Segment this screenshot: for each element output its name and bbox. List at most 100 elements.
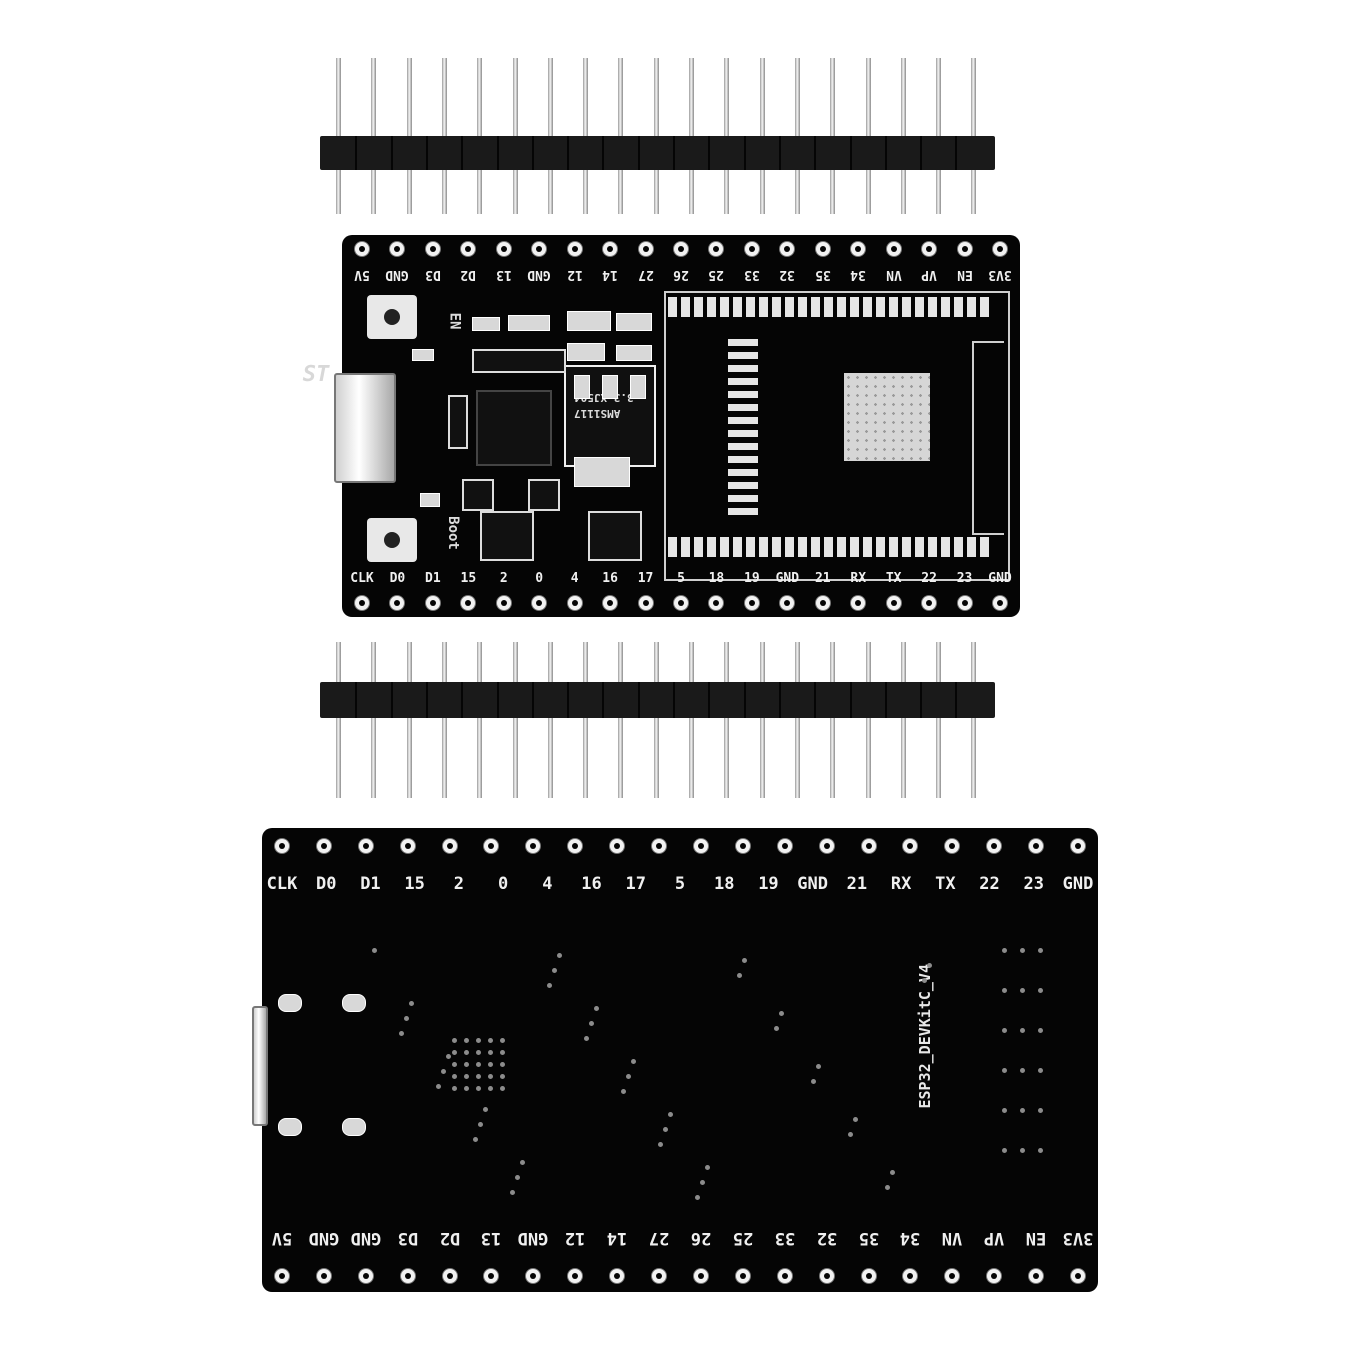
module-pad bbox=[941, 297, 950, 317]
wroom-module-outline bbox=[664, 291, 1010, 581]
pin-label: GND bbox=[385, 267, 410, 282]
header-segment bbox=[778, 682, 781, 718]
pin-label: 21 bbox=[814, 571, 831, 586]
via bbox=[663, 1127, 668, 1132]
smd-component bbox=[412, 349, 434, 361]
pin-pad bbox=[735, 1269, 750, 1283]
via bbox=[436, 1084, 441, 1089]
module-pad bbox=[728, 430, 758, 437]
pin-pad bbox=[922, 242, 937, 256]
module-pad bbox=[728, 495, 758, 502]
pin-label: 17 bbox=[625, 874, 647, 894]
module-pad bbox=[759, 297, 768, 317]
model-text: ESP32_DEVKitC_V4 bbox=[916, 964, 934, 1109]
pin-label: 34 bbox=[850, 267, 867, 282]
pin-pad bbox=[442, 1269, 457, 1283]
smd-component bbox=[567, 343, 605, 361]
header-segment bbox=[849, 682, 852, 718]
pin-pad bbox=[945, 1269, 960, 1283]
smd-component bbox=[567, 311, 611, 331]
via bbox=[1002, 988, 1007, 993]
via bbox=[1038, 948, 1043, 953]
via bbox=[520, 1160, 525, 1165]
module-pad bbox=[798, 537, 807, 557]
via bbox=[478, 1122, 483, 1127]
pin-label: EN bbox=[1025, 1228, 1047, 1248]
pin-pad bbox=[987, 839, 1002, 853]
pin-label: D2 bbox=[460, 267, 477, 282]
header-segment bbox=[708, 136, 711, 170]
via bbox=[372, 948, 377, 953]
via bbox=[452, 1050, 457, 1055]
pin-pad bbox=[922, 596, 937, 610]
pin-label: 26 bbox=[690, 1228, 712, 1248]
transistor bbox=[480, 511, 534, 561]
header-segment bbox=[355, 136, 358, 170]
via bbox=[488, 1050, 493, 1055]
pin-pad bbox=[1071, 1269, 1085, 1283]
header-pin bbox=[583, 642, 589, 798]
pin-pad bbox=[484, 839, 499, 853]
pin-label: 22 bbox=[979, 874, 1000, 894]
module-pad bbox=[746, 537, 755, 557]
header-segment bbox=[743, 136, 746, 170]
pin-pad bbox=[358, 839, 373, 853]
module-pad bbox=[707, 297, 716, 317]
pin-pad bbox=[425, 596, 440, 610]
module-pad bbox=[668, 297, 677, 317]
via bbox=[476, 1050, 481, 1055]
pin-label: 18 bbox=[713, 874, 735, 894]
pin-label: D0 bbox=[389, 571, 406, 586]
pin-label: D3 bbox=[425, 267, 441, 282]
via bbox=[488, 1074, 493, 1079]
pin-pad bbox=[1071, 839, 1085, 853]
pin-pad bbox=[425, 242, 440, 256]
pin-label: EN bbox=[956, 267, 973, 282]
pin-label: CLK bbox=[350, 571, 374, 586]
via bbox=[476, 1062, 481, 1067]
pin-pad bbox=[652, 1269, 667, 1283]
pin-pad bbox=[1029, 839, 1044, 853]
boot-label: Boot bbox=[444, 516, 461, 550]
pin-pad bbox=[851, 242, 866, 256]
pin-label: GND bbox=[775, 571, 800, 586]
header-segment bbox=[425, 682, 428, 718]
via bbox=[464, 1050, 469, 1055]
via bbox=[626, 1074, 631, 1079]
pin-label: 18 bbox=[708, 571, 725, 586]
module-pad bbox=[798, 297, 807, 317]
module-pad bbox=[785, 297, 794, 317]
module-pad bbox=[954, 297, 963, 317]
via bbox=[488, 1038, 493, 1043]
via bbox=[631, 1059, 636, 1064]
pin-pad bbox=[496, 596, 511, 610]
module-pad-row-bottom bbox=[668, 537, 993, 557]
module-pad bbox=[728, 365, 758, 372]
module-pad bbox=[837, 297, 846, 317]
via bbox=[464, 1074, 469, 1079]
via bbox=[510, 1190, 515, 1195]
via bbox=[515, 1175, 520, 1180]
smd-component bbox=[528, 479, 560, 511]
via bbox=[476, 1038, 481, 1043]
header-segment bbox=[955, 136, 958, 170]
via bbox=[1038, 1108, 1043, 1113]
pin-label: 35 bbox=[858, 1228, 879, 1248]
module-pad-column bbox=[728, 339, 758, 521]
header-pin bbox=[865, 642, 871, 798]
header-segment bbox=[814, 682, 817, 718]
via bbox=[1002, 1068, 1007, 1073]
pin-label: 5V bbox=[354, 267, 370, 282]
module-pad bbox=[668, 537, 677, 557]
pin-label: 14 bbox=[602, 267, 618, 282]
pin-label: 12 bbox=[565, 1228, 586, 1248]
pin-pad bbox=[744, 596, 759, 610]
header-pin bbox=[512, 642, 518, 798]
pin-label: GND bbox=[308, 1228, 340, 1248]
pin-label: GND bbox=[988, 571, 1012, 586]
pin-label: 27 bbox=[637, 267, 654, 282]
watermark: ST bbox=[302, 362, 330, 387]
via bbox=[885, 1185, 890, 1190]
pin-label: 0 bbox=[497, 874, 509, 894]
module-pad bbox=[928, 537, 937, 557]
